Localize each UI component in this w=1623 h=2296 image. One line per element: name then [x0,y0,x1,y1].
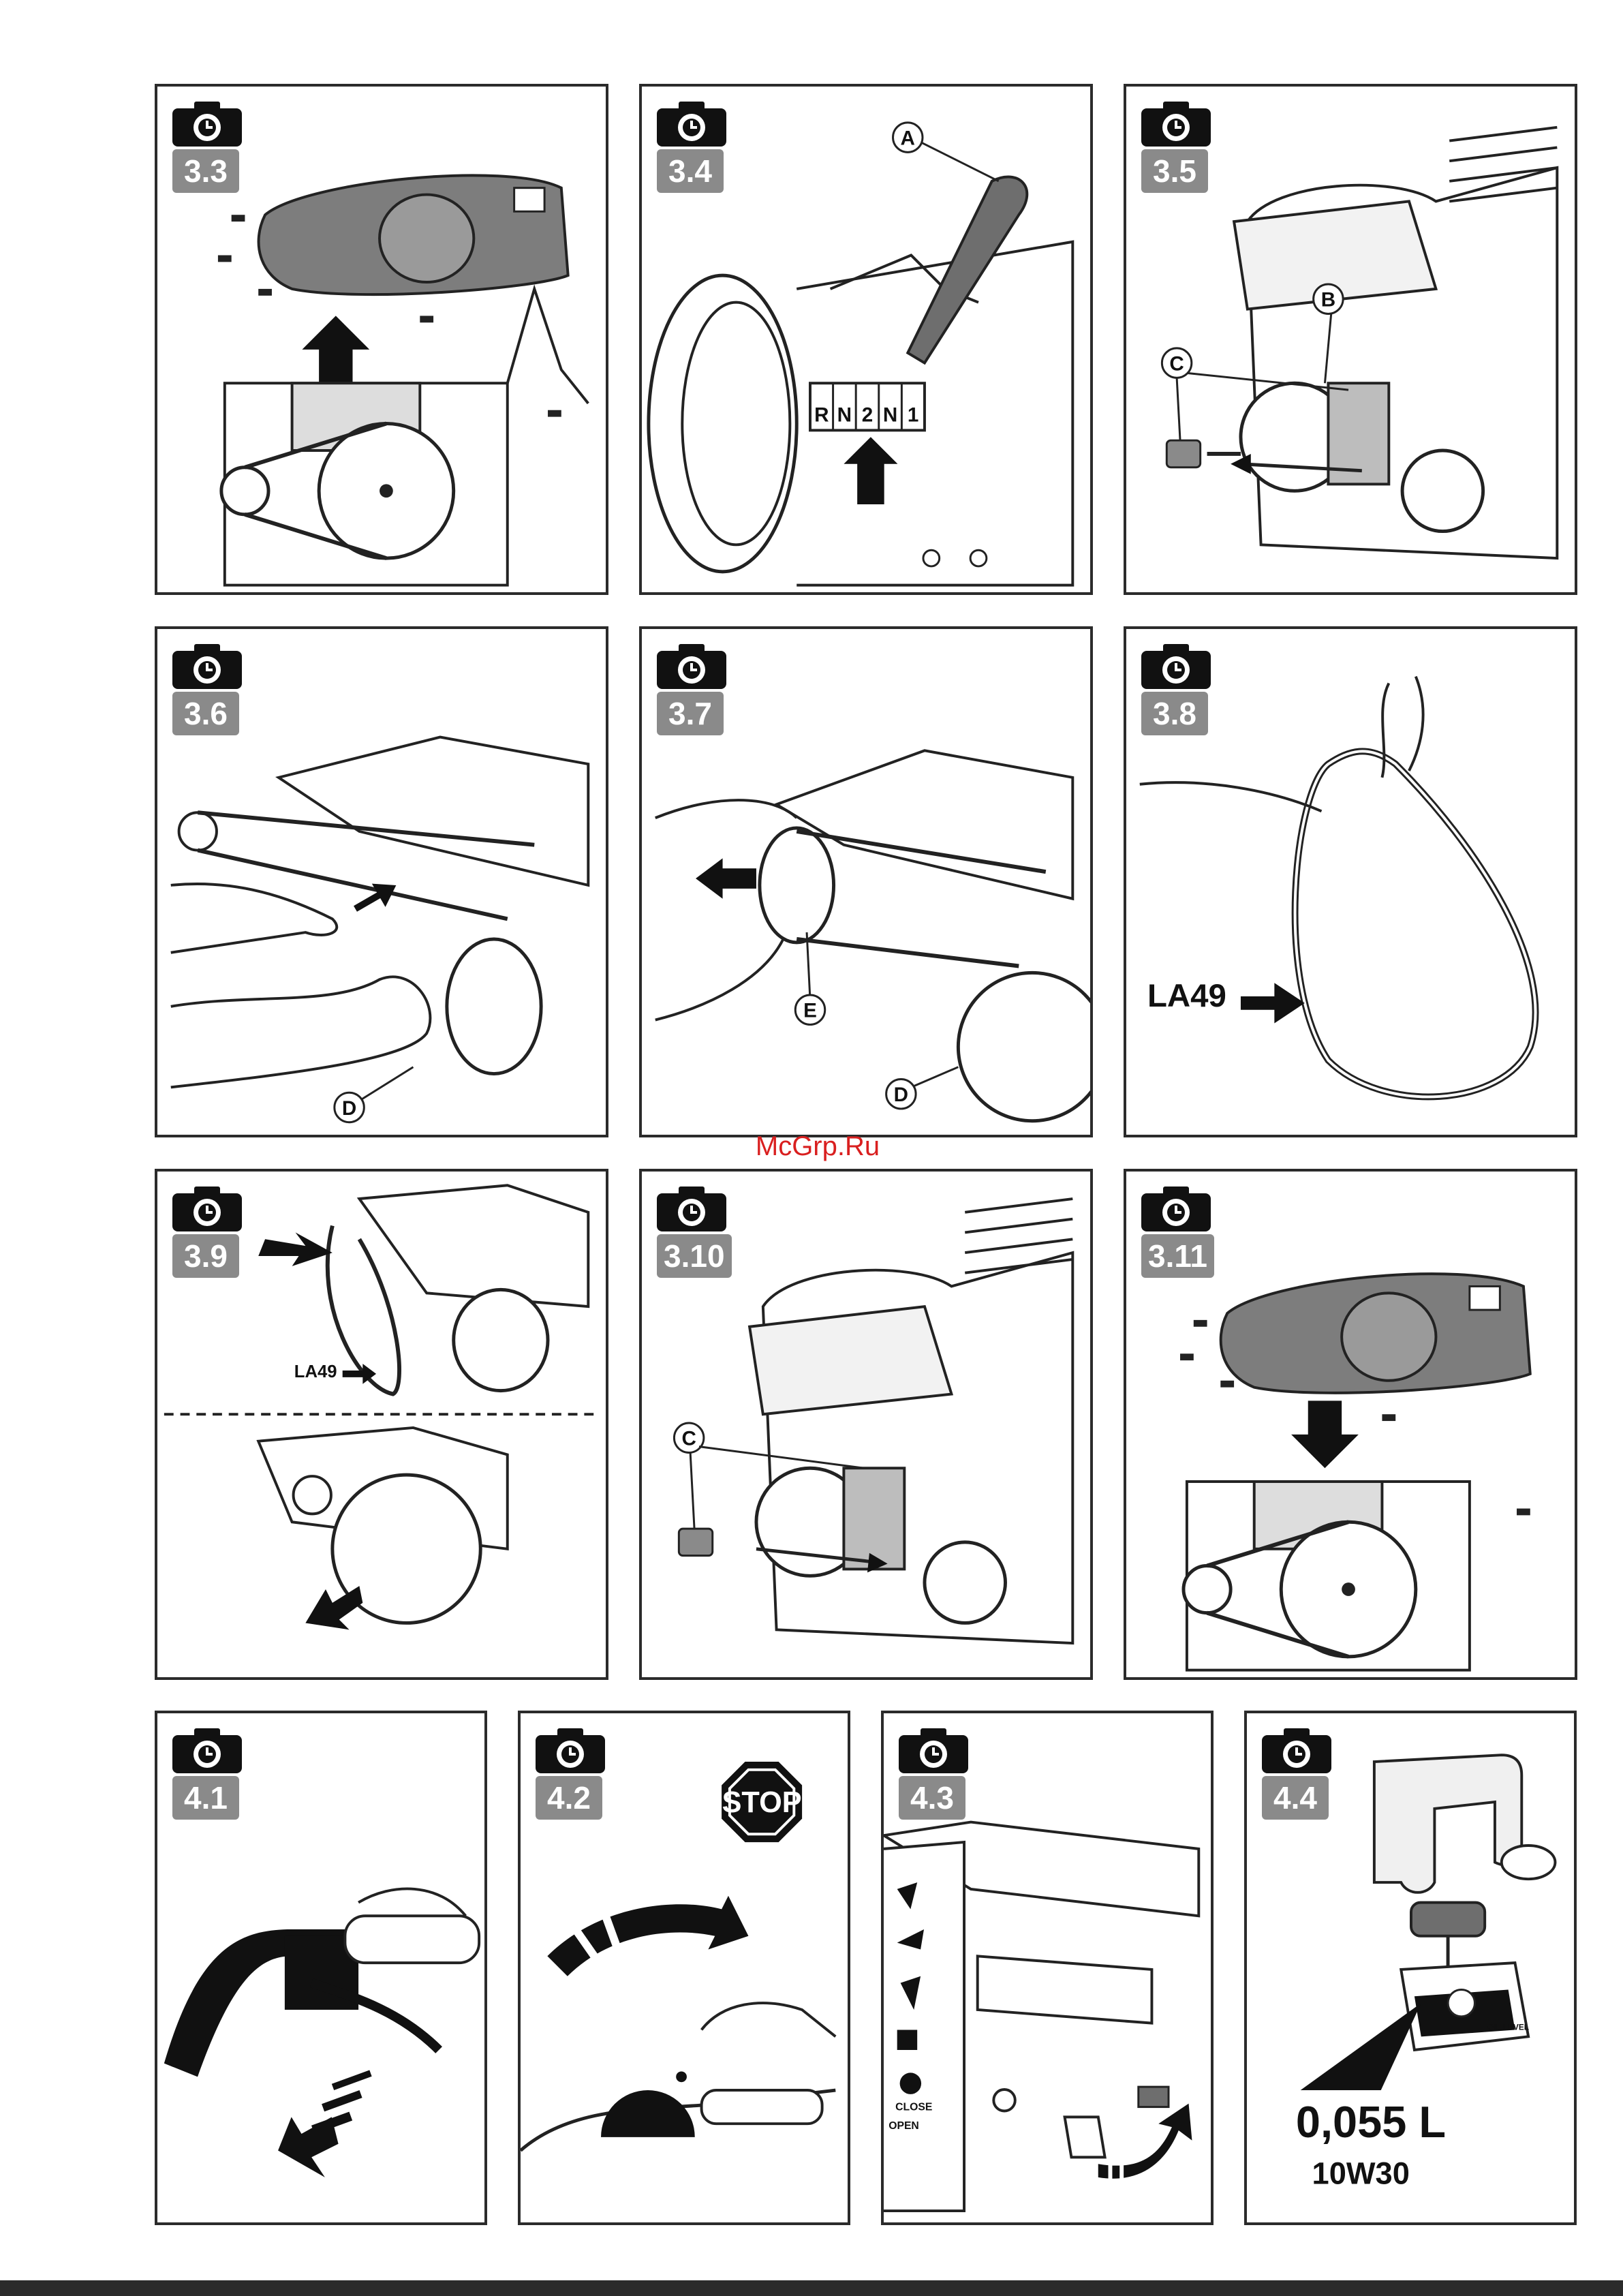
panel-4-1: 4.1 [155,1711,487,2225]
dipstick-label: OIL LEVEL [1487,2022,1529,2032]
gear-label-1: 1 [908,404,918,427]
watermark: McGrp.Ru [743,1131,893,1162]
panel-4-2: 4.2 STOP [518,1711,850,2225]
choke-open-label: OPEN [888,2120,919,2132]
stop-sign-label: STOP [722,1786,802,1819]
panel-4-3: 4.3 CLOSE OPEN [881,1711,1214,2225]
illustration-belt-install: LA49 [157,1172,606,1677]
panel-3-4: 3.4 R N 2 N 1 A [639,84,1093,595]
illustration-oil-fill: OIL LEVEL 0,055 L 10W30 [1247,1713,1574,2222]
gear-label-2: 2 [862,404,873,427]
panel-3-9: 3.9 LA49 [155,1169,608,1680]
panel-4-4: 4.4 OIL LEVEL 0,055 L 10W30 [1244,1711,1577,2225]
panel-3-8: 3.8 LA49 [1124,626,1577,1137]
panel-3-11: 3.11 [1124,1169,1577,1680]
footer-bar [0,2280,1623,2296]
illustration-new-belt: LA49 [1126,629,1575,1135]
panel-3-10: 3.10 C [639,1169,1093,1680]
illustration-belt-cover-removal [157,87,606,592]
oil-grade: 10W30 [1312,2156,1410,2191]
belt-label: LA49 [1147,978,1226,1014]
illustration-pulley-removal: E D [642,629,1090,1135]
callout-c-label: C [681,1428,696,1450]
gear-label-n: N [837,404,852,427]
choke-close-label: CLOSE [895,2102,932,2113]
illustration-belt-removal-hands: D [157,629,606,1135]
callout-e-label: E [803,1000,817,1022]
callout-c-label: C [1169,352,1184,375]
panel-3-3: 3.3 [155,84,608,595]
panel-3-5: 3.5 B C [1124,84,1577,595]
belt-label: LA49 [294,1362,337,1381]
panel-3-6: 3.6 D [155,626,608,1137]
illustration-gear-lever: R N 2 N 1 A [642,87,1090,592]
illustration-handle-lever [157,1713,484,2222]
illustration-pulley-bolt: B C [1126,87,1575,592]
illustration-choke-lever: CLOSE OPEN [884,1713,1211,2222]
gear-label-r: R [814,404,829,427]
callout-d-label: D [894,1084,908,1106]
oil-volume: 0,055 L [1296,2097,1446,2147]
panel-3-7: 3.7 E D [639,626,1093,1137]
illustration-stop-throttle: STOP [521,1713,848,2222]
callout-d-label: D [342,1097,356,1120]
gear-label-n2: N [883,404,897,427]
illustration-pulley-refit: C [642,1172,1090,1677]
illustration-belt-cover-refit [1126,1172,1575,1677]
callout-a-label: A [901,127,915,149]
callout-b-label: B [1321,289,1335,311]
